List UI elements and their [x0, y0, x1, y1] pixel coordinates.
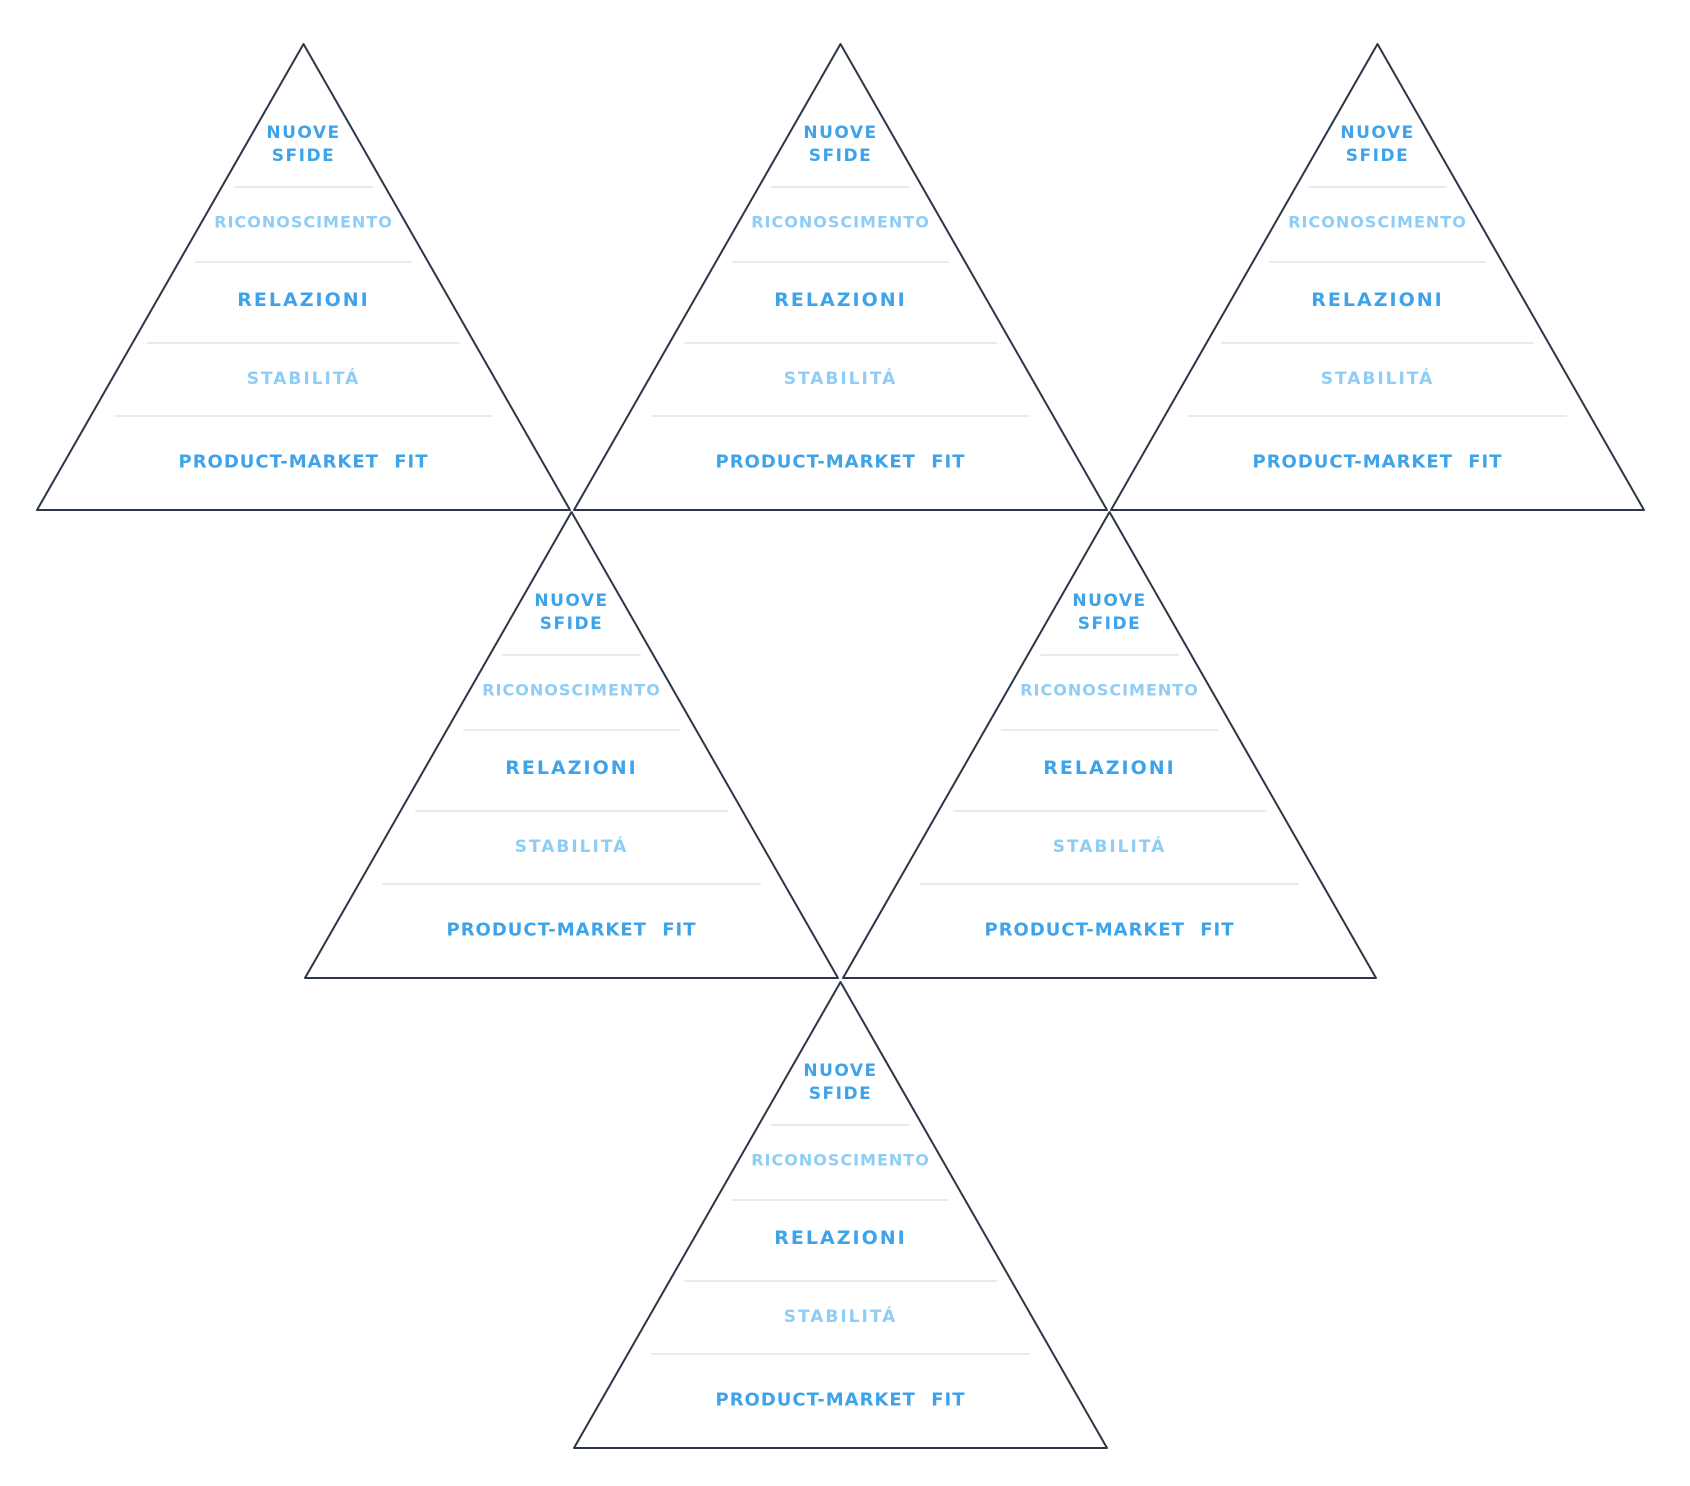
pyramid-middle-right: NUOVE SFIDE RICONOSCIMENTO RELAZIONI STA…	[841, 510, 1378, 980]
pyramid-middle-left: NUOVE SFIDE RICONOSCIMENTO RELAZIONI STA…	[303, 510, 840, 980]
pyramid-top-center: NUOVE SFIDE RICONOSCIMENTO RELAZIONI STA…	[572, 42, 1109, 512]
pyramid-shape	[1110, 43, 1645, 511]
pyramid-border	[573, 43, 1108, 511]
pyramid-top-right: NUOVE SFIDE RICONOSCIMENTO RELAZIONI STA…	[1109, 42, 1646, 512]
pyramid-border	[304, 511, 839, 979]
pyramid-shape	[304, 511, 839, 979]
pyramid-border	[36, 43, 571, 511]
pyramid-border	[842, 511, 1377, 979]
pyramid-top-left: NUOVE SFIDE RICONOSCIMENTO RELAZIONI STA…	[35, 42, 572, 512]
pyramid-shape	[573, 43, 1108, 511]
pyramid-bottom: NUOVE SFIDE RICONOSCIMENTO RELAZIONI STA…	[572, 980, 1109, 1450]
pyramid-border	[1110, 43, 1645, 511]
pyramid-shape	[36, 43, 571, 511]
pyramid-shape	[842, 511, 1377, 979]
pyramid-shape	[573, 981, 1108, 1449]
pyramid-border	[573, 981, 1108, 1449]
